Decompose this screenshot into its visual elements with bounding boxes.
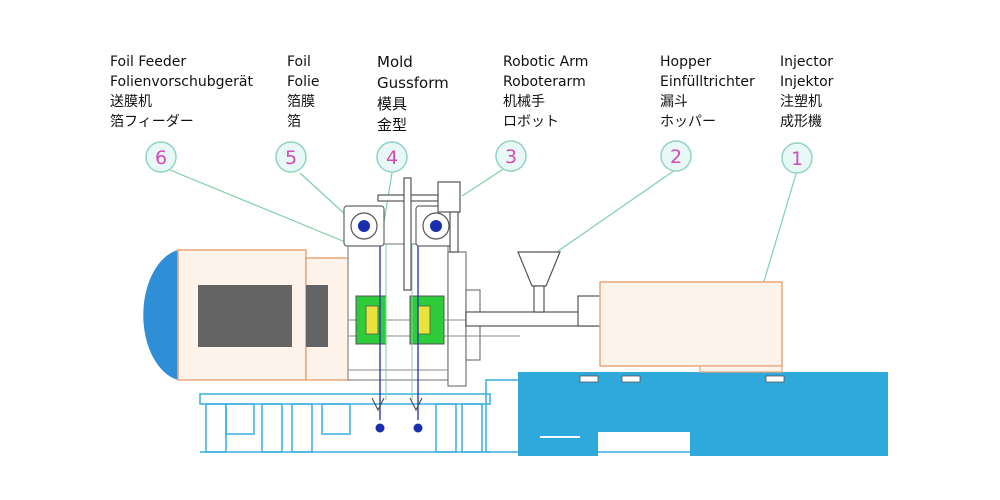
label-line: 箔膜 <box>287 94 315 110</box>
label-line: Folienvorschubgerät <box>110 74 253 90</box>
label-line: 漏斗 <box>660 94 688 110</box>
label-hopper: Hopper Einfülltrichter 漏斗 ホッパー <box>660 52 755 132</box>
label-line: Roboterarm <box>503 74 586 90</box>
label-injector: Injector Injektor 注塑机 成形機 <box>780 52 833 132</box>
label-line: Robotic Arm <box>503 54 589 70</box>
label-line: ホッパー <box>660 114 716 130</box>
circle-number: 4 <box>386 147 398 169</box>
clamp-housing <box>143 249 351 381</box>
circle-4: 4 <box>376 141 408 173</box>
label-line: 成形機 <box>780 114 822 130</box>
circle-number: 2 <box>670 146 682 168</box>
label-mold: Mold Gussform 模具 金型 <box>377 52 449 136</box>
mold-area <box>347 243 520 433</box>
label-line: Hopper <box>660 54 712 70</box>
label-foil-feeder: Foil Feeder Folienvorschubgerät 送膜机 箔フィー… <box>110 52 253 132</box>
label-line: 箔 <box>287 114 301 130</box>
label-line: 注塑机 <box>780 94 822 110</box>
label-line: Mold <box>377 53 413 71</box>
label-line: Gussform <box>377 74 449 92</box>
robotic-arm <box>377 177 461 291</box>
label-line: 机械手 <box>503 94 545 110</box>
label-line: 送膜机 <box>110 94 152 110</box>
circle-number: 5 <box>285 147 297 169</box>
injector-base <box>518 372 888 456</box>
foil-feeder-rollers <box>343 205 457 247</box>
label-line: Einfülltrichter <box>660 74 755 90</box>
label-line: Foil Feeder <box>110 54 187 70</box>
leader-line-2 <box>547 169 676 259</box>
circle-5: 5 <box>275 141 307 173</box>
label-line: 金型 <box>377 116 408 134</box>
label-foil: Foil Folie 箔膜 箔 <box>287 52 320 132</box>
leader-lines <box>169 167 797 289</box>
number-circles: 6 5 4 3 2 1 <box>145 140 813 174</box>
label-line: 箔フィーダー <box>110 114 194 130</box>
label-line: ロボット <box>503 114 559 130</box>
circle-number: 3 <box>505 146 517 168</box>
circle-number: 1 <box>791 148 803 170</box>
circle-3: 3 <box>495 140 527 172</box>
leader-line-6 <box>169 169 351 245</box>
label-line: 模具 <box>377 95 408 113</box>
circle-6: 6 <box>145 141 177 173</box>
hopper <box>517 251 561 313</box>
label-robotic-arm: Robotic Arm Roboterarm 机械手 ロボット <box>503 52 588 132</box>
label-line: Injektor <box>780 74 834 90</box>
circle-1: 1 <box>781 142 813 174</box>
circle-number: 6 <box>155 147 167 169</box>
leader-line-1 <box>761 173 797 289</box>
circle-2: 2 <box>660 140 692 172</box>
label-line: Injector <box>780 54 834 70</box>
label-line: Folie <box>287 74 320 90</box>
injector-housing <box>599 281 783 373</box>
label-line: Foil <box>287 54 311 70</box>
leader-line-3 <box>461 167 506 197</box>
